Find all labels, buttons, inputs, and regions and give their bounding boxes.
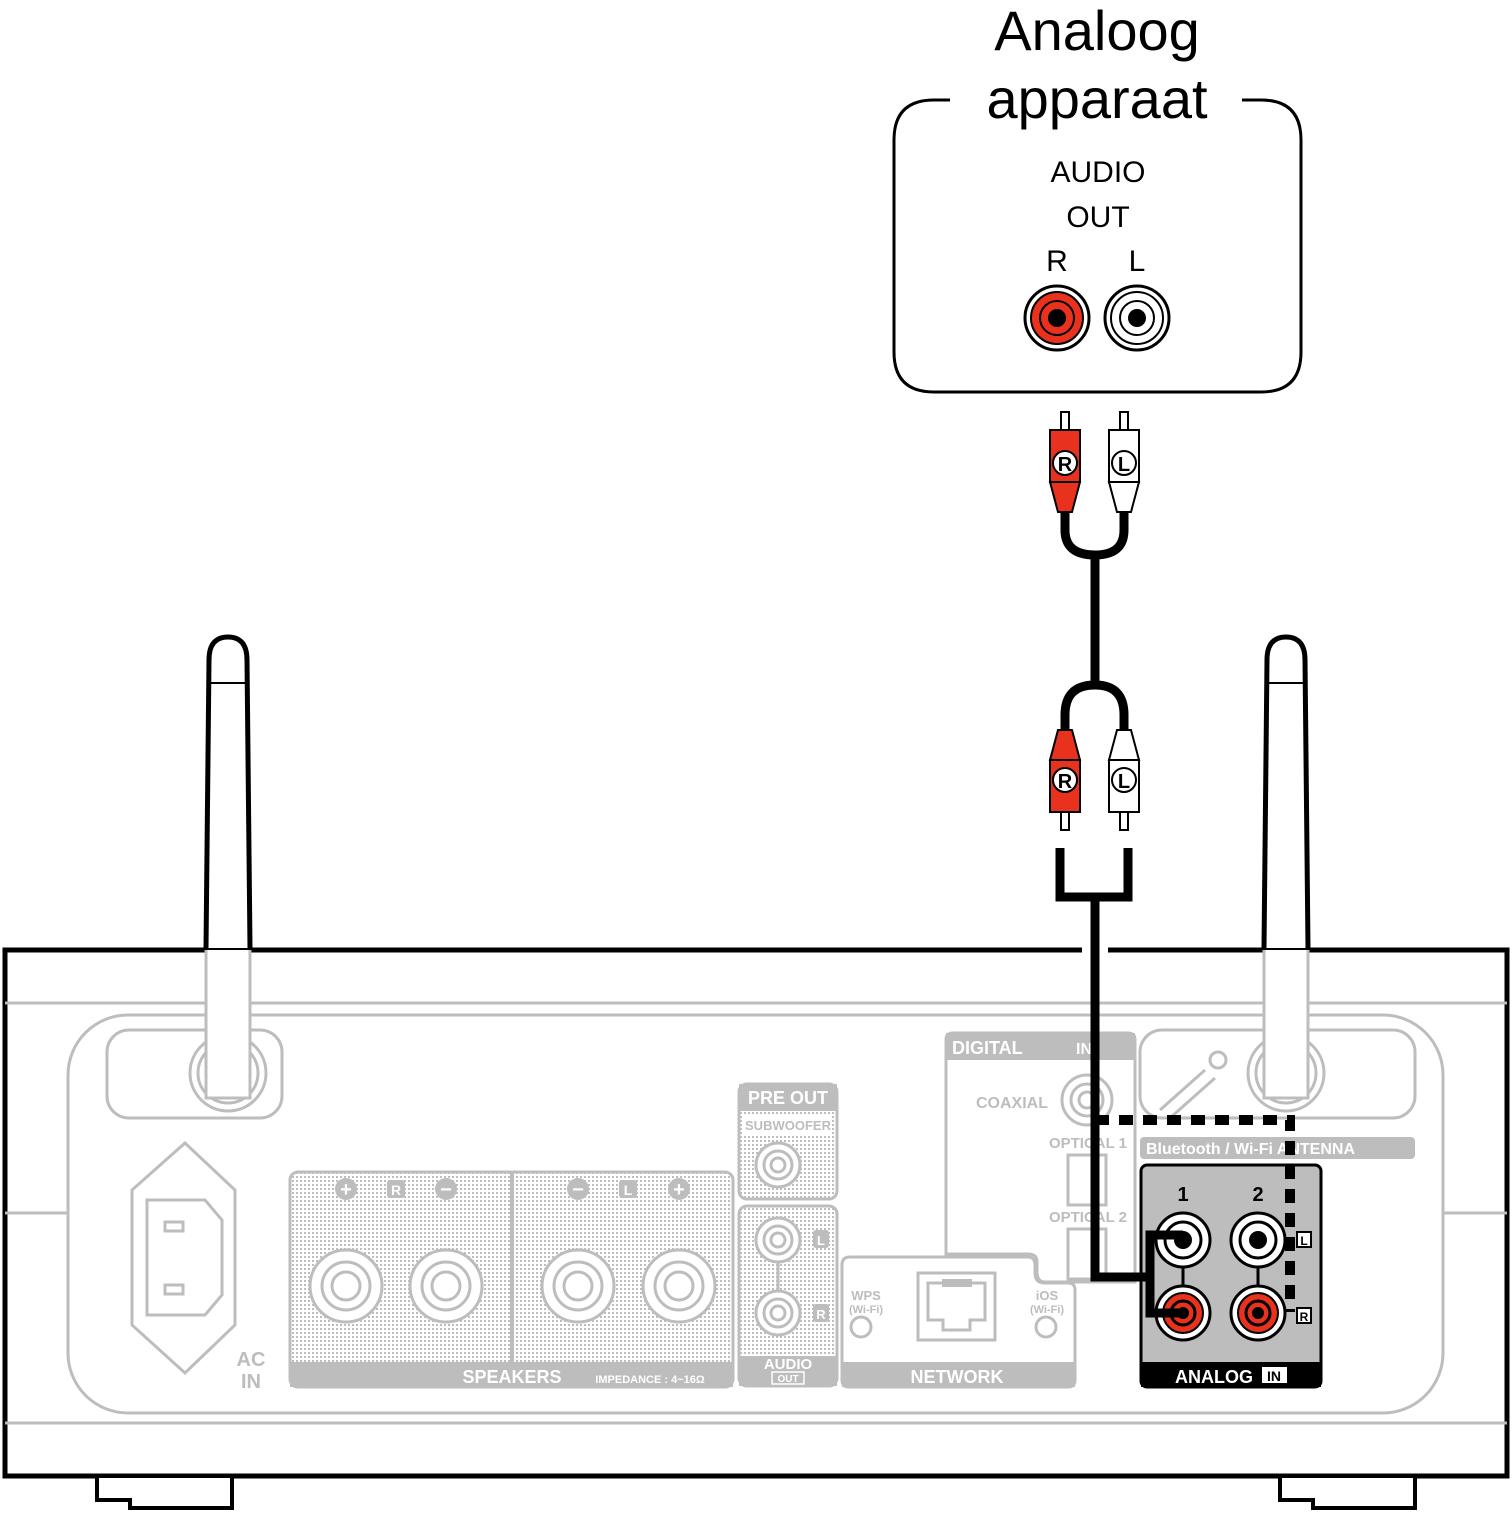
wps-label: WPS — [851, 1288, 881, 1303]
antenna-section: Bluetooth / Wi-Fi ANTENNA — [1140, 1050, 1415, 1159]
antenna-left — [188, 634, 268, 1113]
analog-device: Analoog apparaat AUDIO OUT R L — [892, 0, 1303, 394]
r-minus-label: − — [440, 1179, 452, 1201]
ac-label: AC — [237, 1349, 266, 1371]
network-label: NETWORK — [911, 1367, 1004, 1387]
plug-bottom-l[interactable]: L — [1107, 729, 1141, 831]
analog-in-section: ANALOG IN 1 2 L R — [1139, 1163, 1323, 1389]
optical1-port[interactable] — [1066, 1153, 1108, 1207]
audio-out-jacks[interactable] — [754, 1216, 802, 1337]
analog-in-2-l[interactable] — [1229, 1211, 1287, 1269]
ethernet-port[interactable] — [916, 1271, 997, 1342]
speakers-label: SPEAKERS — [462, 1367, 561, 1387]
digital-in-label: IN — [1076, 1041, 1092, 1058]
plug-l-label: L — [1118, 454, 1130, 476]
audio-out-r: R — [816, 1307, 826, 1322]
plug-l-label: L — [1118, 771, 1130, 793]
audio-out-label: AUDIO — [764, 1356, 813, 1373]
ios-sub-label: (Wi-Fi) — [1030, 1304, 1064, 1316]
subwoofer-label: SUBWOOFER — [745, 1118, 832, 1133]
r-plus-label: + — [340, 1179, 352, 1201]
input2-label: 2 — [1252, 1184, 1263, 1206]
device-title-line2: apparaat — [986, 67, 1208, 130]
rca-jack-r[interactable] — [1023, 284, 1091, 352]
analog-in-2-r[interactable] — [1229, 1284, 1287, 1342]
audio-out-section: L R AUDIO OUT — [737, 1204, 839, 1388]
ios-button[interactable] — [1034, 1315, 1058, 1339]
subwoofer-jack[interactable] — [754, 1141, 802, 1189]
out-label: OUT — [1066, 201, 1129, 234]
input1-label: 1 — [1177, 1184, 1188, 1206]
rca-jack-l[interactable] — [1103, 284, 1171, 352]
r-label: R — [1046, 245, 1068, 278]
impedance-label: IMPEDANCE : 4~16Ω — [595, 1374, 705, 1386]
foot-left — [95, 1478, 234, 1510]
analog-label: ANALOG — [1175, 1367, 1253, 1387]
optical2-port[interactable] — [1066, 1227, 1108, 1281]
optical2-label: OPTICAL 2 — [1049, 1209, 1127, 1226]
wps-sub-label: (Wi-Fi) — [849, 1304, 883, 1316]
speaker-r-label: R — [391, 1182, 401, 1198]
highlight-dashed-line — [1095, 1115, 1295, 1312]
l-plus-label: + — [673, 1179, 685, 1201]
plug-r-label: R — [1058, 771, 1073, 793]
digital-in-section: DIGITAL IN COAXIAL OPTICAL 1 OPTICAL 2 — [944, 1031, 1137, 1284]
foot-right — [1278, 1478, 1417, 1510]
speaker-terminals — [308, 1248, 717, 1324]
analog-in-label: IN — [1267, 1368, 1281, 1384]
coaxial-label: COAXIAL — [976, 1095, 1048, 1112]
plug-bottom-r[interactable]: R — [1048, 729, 1082, 831]
analog-in-1-l[interactable] — [1154, 1211, 1212, 1269]
antenna-screw-icon — [1159, 1068, 1216, 1120]
analog-r-label: R — [1300, 1310, 1309, 1324]
digital-label: DIGITAL — [952, 1038, 1023, 1058]
audio-out-out: OUT — [777, 1374, 798, 1385]
device-title-line1: Analoog — [994, 0, 1200, 62]
l-label: L — [1129, 245, 1146, 278]
wps-button[interactable] — [849, 1315, 873, 1339]
speakers-section: + R − − L + SPEAKERS IMPEDANCE : 4~16Ω — [288, 1170, 735, 1389]
optical1-label: OPTICAL 1 — [1049, 1135, 1127, 1152]
antenna-label: Bluetooth / Wi-Fi ANTENNA — [1146, 1141, 1355, 1158]
plug-top-l[interactable]: L — [1107, 411, 1141, 513]
pre-out-label: PRE OUT — [748, 1088, 828, 1108]
plug-r-label: R — [1058, 454, 1073, 476]
rca-cable: R L R L — [1048, 411, 1183, 1318]
receiver-rear-panel — [2, 947, 1510, 1510]
in-label: IN — [241, 1371, 261, 1393]
audio-out-l: L — [817, 1233, 825, 1248]
speaker-l-label: L — [624, 1182, 633, 1198]
l-minus-label: − — [572, 1179, 584, 1201]
network-section: NETWORK WPS (Wi-Fi) iOS (Wi-Fi) — [840, 1255, 1077, 1389]
ac-in-socket[interactable] — [130, 1140, 237, 1376]
analog-l-label: L — [1300, 1234, 1307, 1248]
pre-out-section: PRE OUT SUBWOOFER — [737, 1082, 839, 1201]
audio-label: AUDIO — [1050, 156, 1145, 189]
antenna-right — [1246, 634, 1326, 1113]
plug-top-r[interactable]: R — [1048, 411, 1082, 513]
ios-label: iOS — [1036, 1288, 1059, 1303]
